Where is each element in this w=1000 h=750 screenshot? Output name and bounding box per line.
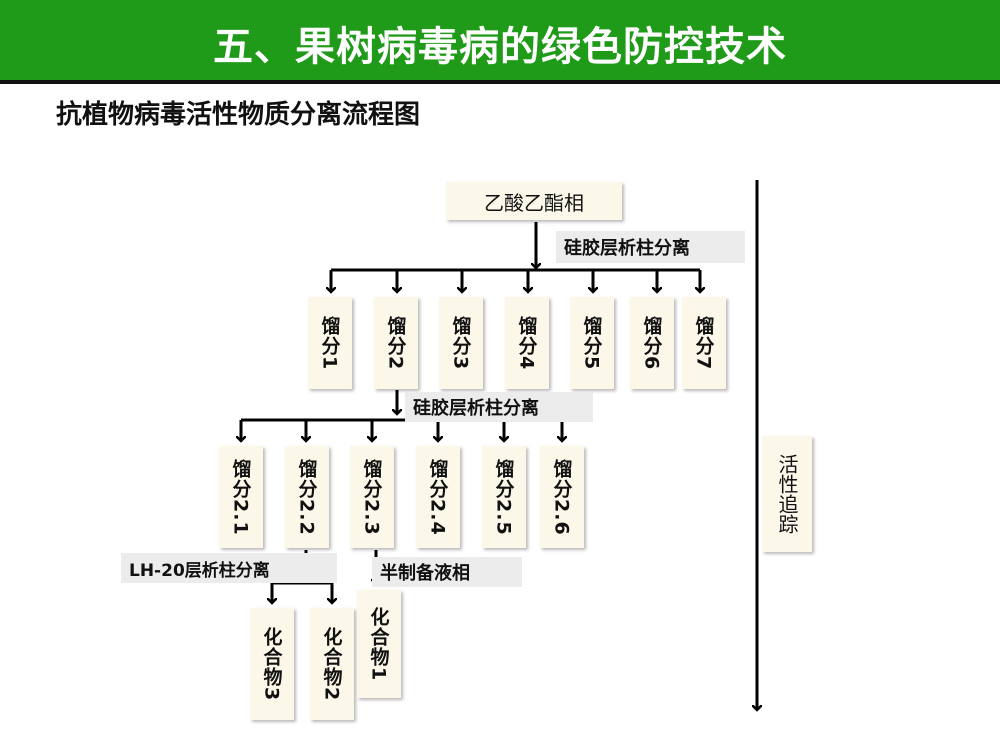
fraction-node-5: 馏分5 xyxy=(570,297,614,389)
compound-node-1: 化合物1 xyxy=(357,590,401,698)
compound-node-3: 化合物3 xyxy=(250,608,294,720)
diagram-subtitle: 抗植物病毒活性物质分离流程图 xyxy=(56,100,421,130)
fraction-node-1: 馏分1 xyxy=(308,297,352,389)
title-bar: 五、果树病毒病的绿色防控技术 xyxy=(0,0,1000,84)
step-label-lh20: LH-20层析柱分离 xyxy=(121,553,337,583)
step-label-semi-prep-hplc: 半制备液相 xyxy=(372,557,522,587)
root-node-ethyl-acetate: 乙酸乙酯相 xyxy=(446,182,622,220)
subfraction-node-2-1: 馏分2.1 xyxy=(219,446,263,548)
fraction-node-2: 馏分2 xyxy=(374,297,418,389)
slide-title: 五、果树病毒病的绿色防控技术 xyxy=(213,24,787,70)
subfraction-node-2-6: 馏分2.6 xyxy=(540,446,584,548)
fraction-node-3: 馏分3 xyxy=(439,297,483,389)
fraction-node-4: 馏分4 xyxy=(505,297,549,389)
subfraction-node-2-5: 馏分2.5 xyxy=(482,446,526,548)
step-label-silica-2: 硅胶层析柱分离 xyxy=(405,392,593,422)
activity-tracking-label: 活性追踪 xyxy=(762,436,812,552)
activity-tracking-text: 活性追踪 xyxy=(775,454,799,534)
fraction-node-7: 馏分7 xyxy=(682,297,726,389)
fraction-node-6: 馏分6 xyxy=(630,297,674,389)
subfraction-node-2-3: 馏分2.3 xyxy=(350,446,394,548)
subfraction-node-2-4: 馏分2.4 xyxy=(416,446,460,548)
step-label-silica-1: 硅胶层析柱分离 xyxy=(556,231,745,263)
compound-node-2: 化合物2 xyxy=(310,608,354,720)
subfraction-node-2-2: 馏分2.2 xyxy=(285,446,329,548)
